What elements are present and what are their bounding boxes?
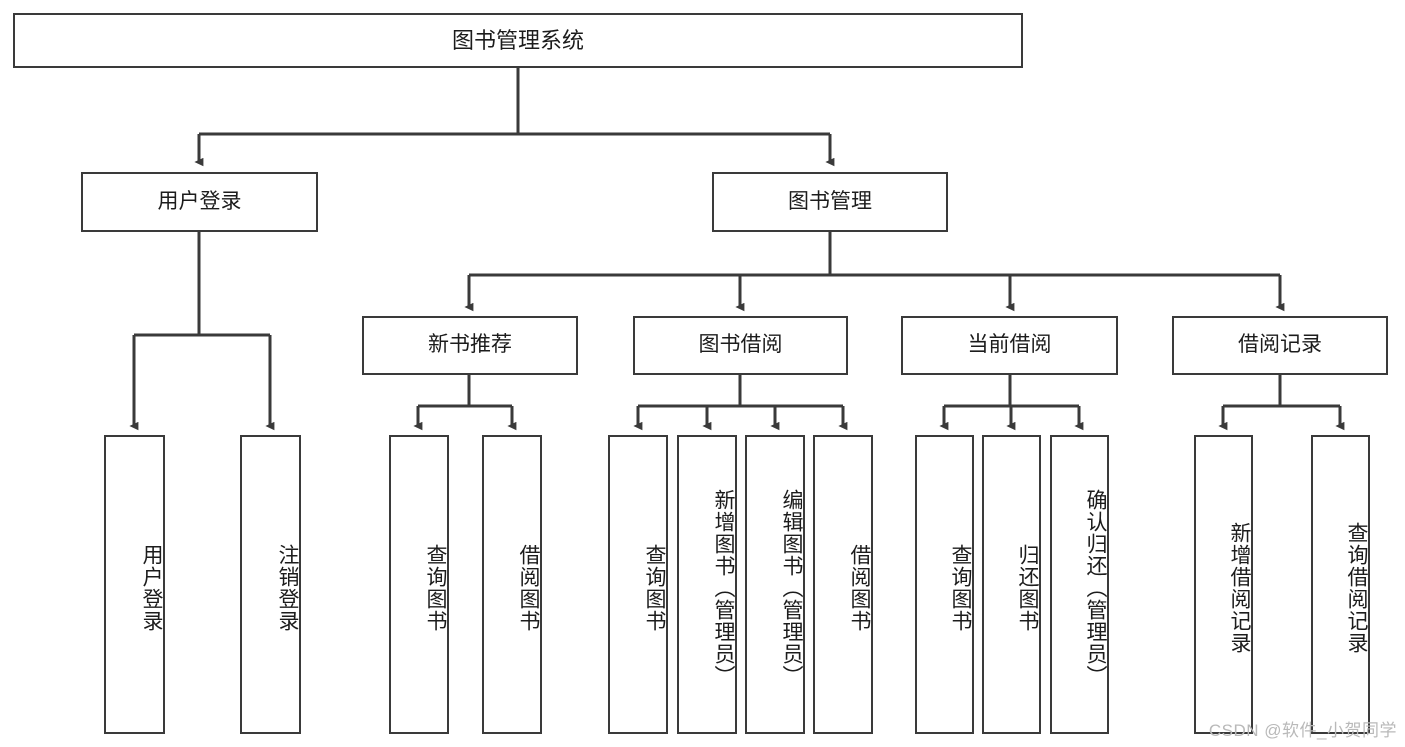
node-leaf-add-book[interactable]: 新增图书（管理员）	[677, 435, 737, 734]
node-leaf-query-record[interactable]: 查询借阅记录	[1311, 435, 1370, 734]
node-book-management[interactable]: 图书管理	[712, 172, 948, 232]
node-current-borrow[interactable]: 当前借阅	[901, 316, 1118, 375]
node-new-book-recommend-label: 新书推荐	[428, 333, 512, 357]
node-leaf-query-book-1-label: 查询图书	[424, 543, 447, 632]
node-new-book-recommend[interactable]: 新书推荐	[362, 316, 578, 375]
node-leaf-borrow-book-1-label: 借阅图书	[517, 543, 540, 632]
node-leaf-query-book-3-label: 查询图书	[949, 543, 972, 632]
node-leaf-query-book-1[interactable]: 查询图书	[389, 435, 449, 734]
node-leaf-user-logout-label: 注销登录	[276, 543, 299, 632]
node-book-borrow[interactable]: 图书借阅	[633, 316, 848, 375]
node-leaf-confirm-return-label: 确认归还（管理员）	[1084, 488, 1107, 687]
node-current-borrow-label: 当前借阅	[967, 333, 1052, 357]
node-leaf-edit-book[interactable]: 编辑图书（管理员）	[745, 435, 805, 734]
node-root[interactable]: 图书管理系统	[13, 13, 1023, 68]
node-borrow-record-label: 借阅记录	[1238, 333, 1322, 357]
node-leaf-user-login[interactable]: 用户登录	[104, 435, 165, 734]
node-leaf-borrow-book-1[interactable]: 借阅图书	[482, 435, 542, 734]
node-book-borrow-label: 图书借阅	[698, 333, 783, 357]
node-leaf-user-login-label: 用户登录	[140, 543, 163, 632]
node-leaf-return-book-label: 归还图书	[1016, 543, 1039, 632]
node-leaf-user-logout[interactable]: 注销登录	[240, 435, 301, 734]
node-leaf-query-record-label: 查询借阅记录	[1345, 521, 1368, 654]
node-leaf-return-book[interactable]: 归还图书	[982, 435, 1041, 734]
node-leaf-add-record-label: 新增借阅记录	[1228, 521, 1251, 654]
node-leaf-borrow-book-2-label: 借阅图书	[848, 543, 871, 632]
node-book-management-label: 图书管理	[788, 189, 872, 213]
node-borrow-record[interactable]: 借阅记录	[1172, 316, 1388, 375]
node-leaf-query-book-3[interactable]: 查询图书	[915, 435, 974, 734]
node-root-label: 图书管理系统	[451, 27, 584, 53]
node-leaf-confirm-return[interactable]: 确认归还（管理员）	[1050, 435, 1109, 734]
node-user-login[interactable]: 用户登录	[81, 172, 318, 232]
node-leaf-borrow-book-2[interactable]: 借阅图书	[813, 435, 873, 734]
node-user-login-label: 用户登录	[157, 189, 242, 213]
node-leaf-query-book-2-label: 查询图书	[643, 543, 666, 632]
node-leaf-query-book-2[interactable]: 查询图书	[608, 435, 668, 734]
node-leaf-add-record[interactable]: 新增借阅记录	[1194, 435, 1253, 734]
node-leaf-edit-book-label: 编辑图书（管理员）	[780, 488, 803, 687]
watermark: CSDN @软件_小贺同学	[1208, 721, 1397, 740]
node-leaf-add-book-label: 新增图书（管理员）	[712, 488, 735, 687]
